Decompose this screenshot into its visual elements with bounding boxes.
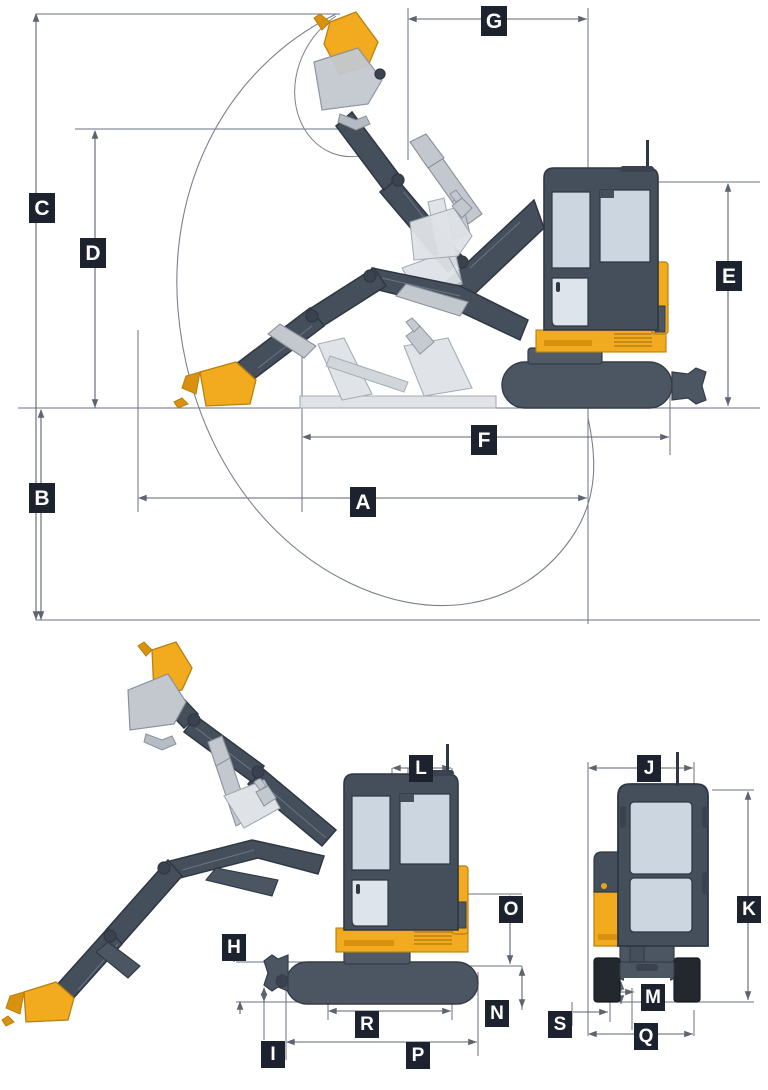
bucket-ghost-mid (409, 189, 473, 261)
dimension-label-l: L (409, 755, 433, 782)
track-lower-side (263, 949, 479, 1005)
upper-structure-deck (535, 329, 667, 353)
dimension-label-m: M (641, 984, 665, 1011)
dimension-label-e: E (716, 261, 742, 291)
bucket-radius-arc (294, 15, 379, 158)
operator-cab-lower-side (343, 744, 459, 931)
front-view-group (571, 752, 754, 1038)
dimension-label-d: D (80, 238, 106, 268)
boom-arm-lower-side (1, 641, 338, 1027)
operator-cab-upper (543, 140, 659, 331)
dimension-label-a: A (350, 487, 376, 517)
dimension-label-c: C (29, 193, 55, 223)
dim-line-I (236, 986, 268, 1014)
dimension-label-o: O (499, 896, 523, 923)
dimension-label-i: I (261, 1041, 285, 1068)
dimension-label-r: R (355, 1011, 379, 1038)
dimension-label-b: B (29, 483, 55, 513)
boom-arm-lowered (173, 266, 529, 409)
dimension-label-k: K (737, 896, 761, 923)
dimension-label-j: J (637, 755, 661, 782)
deck-lower-side (335, 927, 469, 953)
upper-view-group (18, 8, 760, 624)
track-upper (501, 347, 707, 409)
dimension-label-n: N (485, 1000, 509, 1027)
dimension-label-h: H (222, 934, 246, 961)
dimension-label-q: Q (634, 1023, 658, 1050)
dimension-label-p: P (406, 1042, 430, 1069)
dimension-label-s: S (548, 1011, 572, 1038)
digging-envelope-arc (176, 13, 595, 606)
dozer-blade-ghost (299, 317, 497, 409)
operator-cab-front-view (617, 752, 709, 947)
dimension-label-g: G (481, 6, 507, 36)
lower-side-view-group (1, 641, 526, 1060)
dimension-label-f: F (471, 425, 497, 455)
